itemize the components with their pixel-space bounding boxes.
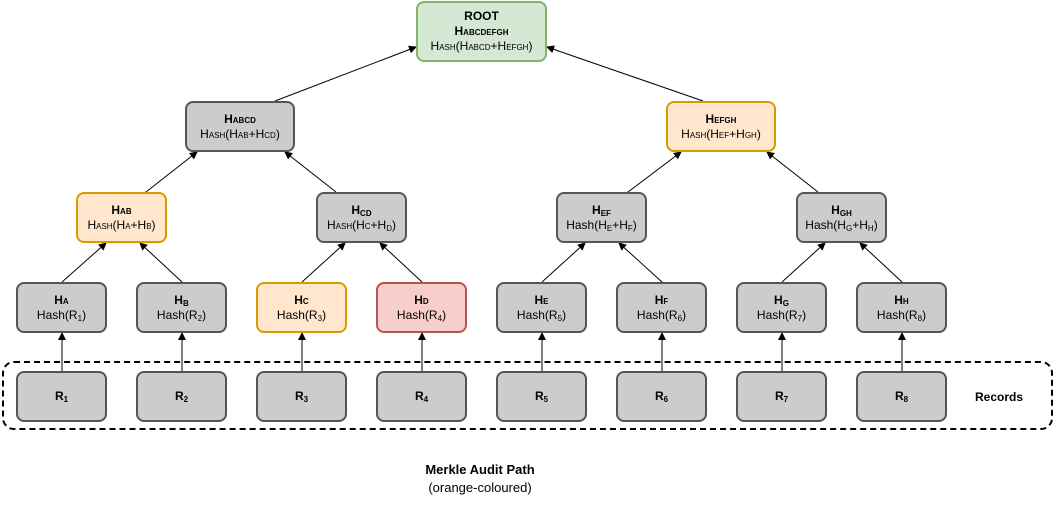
edge-ha-hab [61, 242, 107, 283]
record-r4-label: R4 [414, 389, 429, 404]
node-hef-title: HEF [592, 202, 611, 218]
record-r4: R4 [376, 371, 467, 422]
node-hc-title: Hc [294, 292, 309, 307]
root-title: ROOT [464, 9, 499, 23]
node-hgh-title: HGH [831, 202, 852, 218]
node-hg-formula: Hash(R7) [756, 307, 807, 323]
record-r2: R2 [136, 371, 227, 422]
record-r6: R6 [616, 371, 707, 422]
record-r5-label: R5 [534, 389, 549, 404]
node-hefgh-title: Hefgh [705, 111, 737, 126]
node-hf: Hf Hash(R6) [616, 282, 707, 333]
record-r1-label: R1 [54, 389, 69, 404]
node-hefgh: Hefgh Hash(Hef+Hgh) [666, 101, 776, 152]
node-hgh-formula: Hash(HG+HH) [805, 217, 878, 233]
node-hb: HB Hash(R2) [136, 282, 227, 333]
edge-habcd-root [274, 45, 417, 102]
node-hc: Hc Hash(R3) [256, 282, 347, 333]
edge-hab-habcd [145, 151, 198, 193]
node-hef: HEF Hash(HE+HF) [556, 192, 647, 243]
node-hb-formula: Hash(R2) [156, 307, 207, 323]
node-he-title: He [534, 292, 549, 307]
record-r2-label: R2 [174, 389, 189, 404]
node-ha-formula: Hash(R1) [36, 307, 87, 323]
edge-he-hef [541, 242, 586, 283]
record-r6-label: R6 [654, 389, 669, 404]
record-r3-label: R3 [294, 389, 309, 404]
record-r3: R3 [256, 371, 347, 422]
node-habcd-formula: Hash(Hab+Hcd) [200, 126, 280, 141]
edge-hef-hefgh [627, 151, 682, 193]
edge-hgh-hefgh [766, 151, 819, 193]
edge-hc-hcd [301, 242, 346, 283]
record-r8: R8 [856, 371, 947, 422]
node-ha: Ha Hash(R1) [16, 282, 107, 333]
node-he-formula: Hash(R5) [516, 307, 567, 323]
record-r7: R7 [736, 371, 827, 422]
root-name: Habcdefgh [454, 24, 509, 38]
node-hcd: HCD Hash(Hc+HD) [316, 192, 407, 243]
edge-hh-hgh [859, 242, 903, 283]
record-r1: R1 [16, 371, 107, 422]
node-hf-formula: Hash(R6) [636, 307, 687, 323]
node-hd-title: Hd [414, 292, 429, 307]
node-hd-formula: Hash(R4) [396, 307, 447, 323]
node-hef-formula: Hash(HE+HF) [566, 217, 637, 233]
edge-hf-hef [618, 242, 663, 283]
node-hab: Hab Hash(Ha+Hb) [76, 192, 167, 243]
caption: Merkle Audit Path (orange-coloured) [0, 461, 960, 497]
records-group-frame [2, 361, 1053, 430]
record-r7-label: R7 [774, 389, 789, 404]
node-hcd-title: HCD [351, 202, 372, 218]
node-hc-formula: Hash(R3) [276, 307, 327, 323]
node-habcd: Habcd Hash(Hab+Hcd) [185, 101, 295, 152]
node-hb-title: HB [174, 292, 189, 308]
node-hh-title: Hh [894, 292, 909, 307]
record-r8-label: R8 [894, 389, 909, 404]
node-hab-title: Hab [111, 202, 132, 217]
record-r5: R5 [496, 371, 587, 422]
root-node: ROOT Habcdefgh Hash(Habcd+Hefgh) [416, 1, 547, 62]
node-hg: HG Hash(R7) [736, 282, 827, 333]
node-ha-title: Ha [54, 292, 69, 307]
node-hab-formula: Hash(Ha+Hb) [87, 217, 156, 232]
node-hcd-formula: Hash(Hc+HD) [326, 217, 396, 233]
edge-hd-hcd [379, 242, 423, 283]
node-hg-title: HG [774, 292, 789, 308]
node-hd: Hd Hash(R4) [376, 282, 467, 333]
caption-title: Merkle Audit Path [425, 462, 535, 477]
caption-subtitle: (orange-coloured) [428, 480, 532, 495]
node-hh-formula: Hash(R8) [876, 307, 927, 323]
edge-hcd-habcd [284, 151, 337, 193]
node-hf-title: Hf [654, 292, 669, 307]
root-formula: Hash(Habcd+Hefgh) [430, 39, 533, 53]
node-hgh: HGH Hash(HG+HH) [796, 192, 887, 243]
node-he: He Hash(R5) [496, 282, 587, 333]
edge-hefgh-root [546, 45, 704, 102]
edge-hb-hab [139, 242, 183, 283]
edge-hg-hgh [781, 242, 826, 283]
node-hh: Hh Hash(R8) [856, 282, 947, 333]
records-label: Records [975, 390, 1024, 404]
node-habcd-title: Habcd [224, 111, 256, 126]
node-hefgh-formula: Hash(Hef+Hgh) [681, 126, 761, 141]
